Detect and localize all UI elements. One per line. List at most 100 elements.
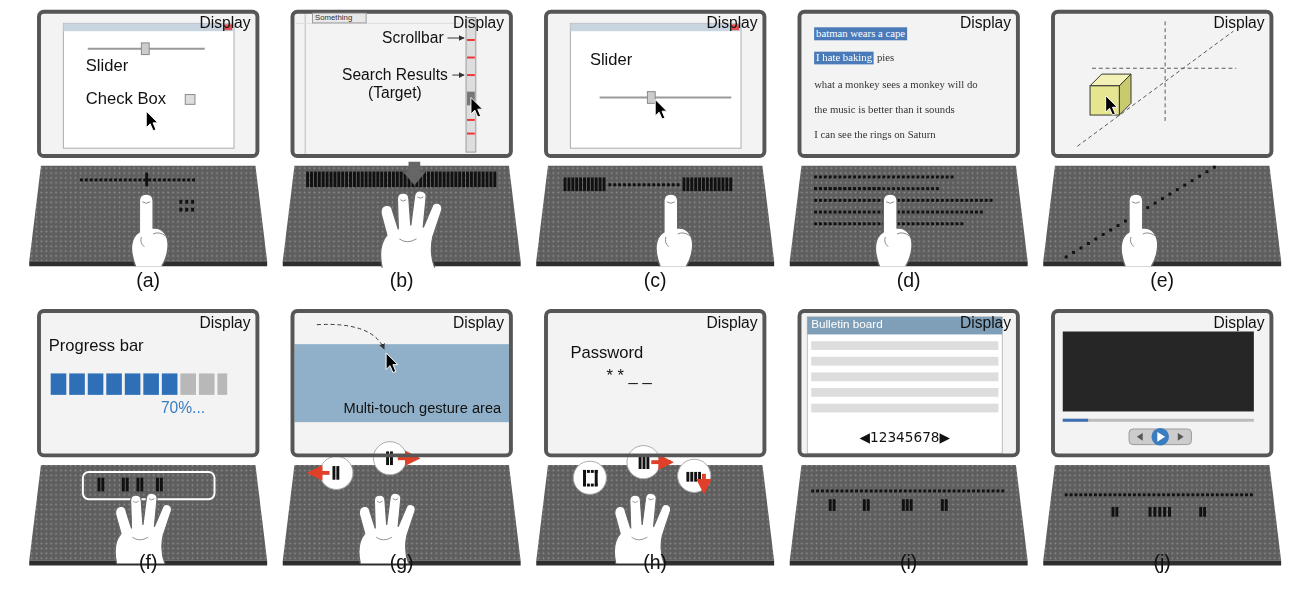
raised-pin <box>336 466 339 480</box>
raised-pin <box>848 211 851 214</box>
display-screen: Display <box>544 10 766 158</box>
raised-pin <box>694 177 697 191</box>
raised-pin <box>821 489 824 492</box>
raised-pin <box>990 199 993 202</box>
raised-pin <box>357 172 360 188</box>
raised-pin <box>608 183 611 186</box>
raised-pin <box>1118 493 1121 496</box>
raised-pin <box>1199 507 1202 517</box>
raised-pin <box>829 176 832 179</box>
pin-pad <box>1043 465 1281 561</box>
pin-pad <box>790 465 1028 561</box>
raised-pin <box>353 172 356 188</box>
raised-pin <box>1191 493 1194 496</box>
raised-pin <box>725 177 728 191</box>
raised-pin <box>466 172 469 188</box>
raised-pin <box>95 178 98 181</box>
raised-pin <box>1146 206 1149 209</box>
raised-pin <box>863 199 866 202</box>
raised-pin <box>917 211 920 214</box>
raised-pin <box>643 183 646 186</box>
display-screen: DisplayMulti-touch gesture area <box>291 309 513 457</box>
ui-label: Password <box>570 343 643 362</box>
raised-pin <box>672 183 675 186</box>
raised-pin <box>690 472 693 482</box>
raised-pin <box>975 211 978 214</box>
raised-pin <box>1216 493 1219 496</box>
raised-pin <box>667 183 670 186</box>
display-fill <box>291 309 513 457</box>
raised-pin <box>80 178 83 181</box>
raised-pin <box>921 222 924 225</box>
ui-label: Slider <box>590 51 632 70</box>
raised-pin <box>322 172 325 188</box>
raised-pin <box>853 176 856 179</box>
raised-pin <box>909 489 912 492</box>
display-screen: Display <box>37 10 259 158</box>
raised-pin <box>965 199 968 202</box>
raised-pin <box>819 187 822 190</box>
raised-pin <box>941 176 944 179</box>
raised-pin <box>369 172 372 188</box>
raised-pin <box>185 208 188 212</box>
raised-pin <box>946 176 949 179</box>
raised-pin <box>882 187 885 190</box>
raised-pin <box>868 176 871 179</box>
raised-pin <box>843 199 846 202</box>
raised-pin <box>623 183 626 186</box>
raised-pin <box>848 187 851 190</box>
raised-pin <box>951 211 954 214</box>
raised-pin <box>926 199 929 202</box>
raised-pin <box>868 187 871 190</box>
raised-pin <box>145 173 148 187</box>
ui-label: Check Box <box>86 90 166 109</box>
raised-pin <box>1084 493 1087 496</box>
raised-pin <box>951 199 954 202</box>
raised-pin <box>587 484 590 487</box>
raised-pin <box>834 176 837 179</box>
raised-pin <box>858 222 861 225</box>
raised-pin <box>892 176 895 179</box>
raised-pin <box>858 199 861 202</box>
raised-pin <box>936 187 939 190</box>
raised-pin <box>372 172 375 188</box>
raised-pin <box>878 176 881 179</box>
raised-pin <box>834 199 837 202</box>
raised-pin <box>1163 507 1166 517</box>
raised-pin <box>946 222 949 225</box>
raised-pin <box>729 177 732 191</box>
raised-pin <box>814 187 817 190</box>
raised-pin <box>904 489 907 492</box>
raised-pin <box>902 187 905 190</box>
raised-pin <box>840 489 843 492</box>
raised-pin <box>902 499 905 511</box>
raised-pin <box>722 177 725 191</box>
raised-pin <box>129 178 132 181</box>
raised-pin <box>140 478 143 492</box>
raised-pin <box>396 172 399 188</box>
area-label: Multi-touch gesture area <box>343 400 501 417</box>
raised-pin <box>192 178 195 181</box>
raised-pin <box>943 489 946 492</box>
panel-letter: (j) <box>1154 552 1171 574</box>
raised-pin <box>926 176 929 179</box>
raised-pin <box>814 211 817 214</box>
raised-pin <box>860 489 863 492</box>
raised-pin <box>902 222 905 225</box>
panel-c-screen <box>570 23 741 148</box>
text-line: the music is better than it sounds <box>814 103 955 115</box>
raised-pin <box>380 172 383 188</box>
raised-pin <box>914 489 917 492</box>
display-screen: Display <box>1051 309 1273 457</box>
raised-pin <box>591 177 594 191</box>
raised-pin <box>1124 220 1127 223</box>
display-label: Display <box>706 15 757 33</box>
panel-letter: (c) <box>644 269 667 291</box>
raised-pin <box>435 172 438 188</box>
raised-pin <box>718 177 721 191</box>
raised-pin <box>933 489 936 492</box>
raised-pin <box>1113 493 1116 496</box>
password-mask: * * _ _ <box>606 367 651 386</box>
raised-pin <box>836 489 839 492</box>
raised-pin <box>618 183 621 186</box>
